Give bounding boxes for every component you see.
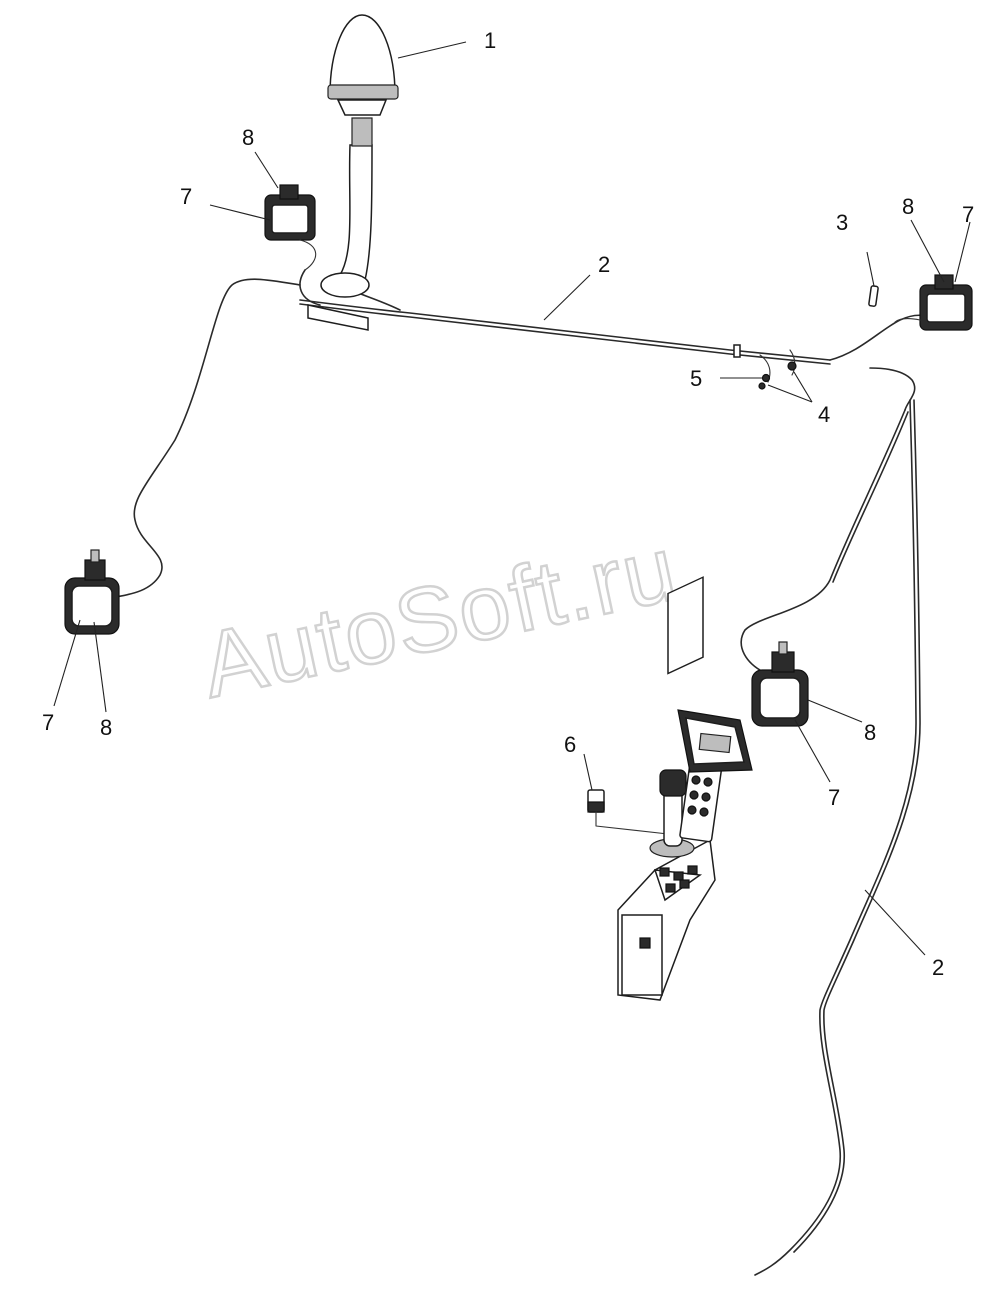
callout-7-top-right: 7 <box>962 202 974 227</box>
watermark: AutoSoft.ru <box>193 517 686 717</box>
callout-8-right: 8 <box>864 720 876 745</box>
callout-7-top-left: 7 <box>180 184 192 209</box>
leader-lines <box>53 41 971 956</box>
control-console <box>617 576 753 1001</box>
callout-8-top-left: 8 <box>242 125 254 150</box>
callout-3: 3 <box>836 210 848 235</box>
callout-6: 6 <box>564 732 576 757</box>
callout-7-left: 7 <box>42 710 54 735</box>
callout-8-top-right: 8 <box>902 194 914 219</box>
plug-3 <box>868 285 879 307</box>
callout-4: 4 <box>818 402 830 427</box>
beacon-assembly <box>307 14 399 331</box>
beacon-dome-icon <box>329 14 396 96</box>
work-lamp-left <box>64 549 120 635</box>
work-lamp-top-left <box>264 184 317 271</box>
callout-8-left: 8 <box>100 715 112 740</box>
work-lamp-right <box>751 641 809 727</box>
callout-7-right: 7 <box>828 785 840 810</box>
callout-2-top: 2 <box>598 252 610 277</box>
relay-6 <box>587 789 669 835</box>
callout-5: 5 <box>690 366 702 391</box>
main-harness <box>111 269 936 1276</box>
callout-labels: 1 2 2 3 4 5 6 7 8 7 8 7 8 7 8 <box>42 28 974 980</box>
work-lamp-top-right <box>894 274 973 331</box>
callout-1: 1 <box>484 28 496 53</box>
callout-2-bottom: 2 <box>932 955 944 980</box>
